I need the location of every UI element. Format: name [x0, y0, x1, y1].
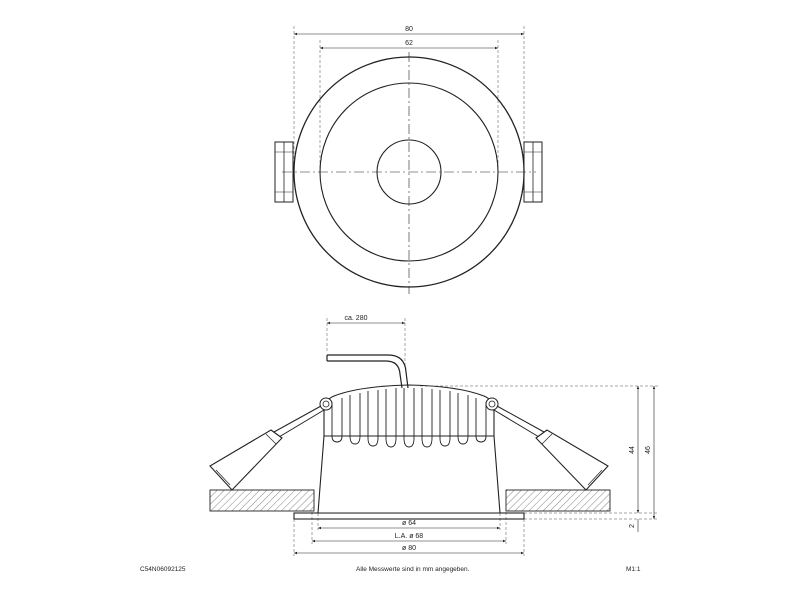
housing-body — [317, 435, 501, 514]
ceiling-left — [209, 489, 315, 512]
left-spring-clip — [209, 397, 333, 491]
side-view — [209, 318, 658, 556]
dim-cable-label: ca. 280 — [345, 315, 368, 322]
right-spring-clip — [485, 397, 609, 491]
bezel-flange — [293, 512, 525, 520]
top-view-right-clip — [523, 141, 543, 203]
scale-label: M1:1 — [626, 566, 641, 573]
dim-inner-label: 62 — [405, 40, 413, 47]
ceiling-right — [505, 489, 611, 512]
dim-body-dia-label: ø 64 — [402, 520, 416, 527]
dim-flange-label: 2 — [629, 524, 636, 528]
cable — [327, 354, 409, 389]
top-view — [274, 26, 543, 294]
article-code: C54N06092125 — [140, 566, 186, 573]
dim-height-body-label: 44 — [629, 446, 636, 454]
dim-height-total-label: 46 — [645, 446, 652, 454]
dim-cutout-dia-label: L.A. ø 68 — [395, 533, 424, 540]
units-note: Alle Messwerte sind in mm angegeben. — [356, 566, 470, 573]
heat-sink-fins — [331, 388, 487, 448]
dim-outer-dia-label: ø 80 — [402, 545, 416, 552]
dim-outer-label: 80 — [405, 26, 413, 33]
heat-sink — [323, 384, 495, 437]
